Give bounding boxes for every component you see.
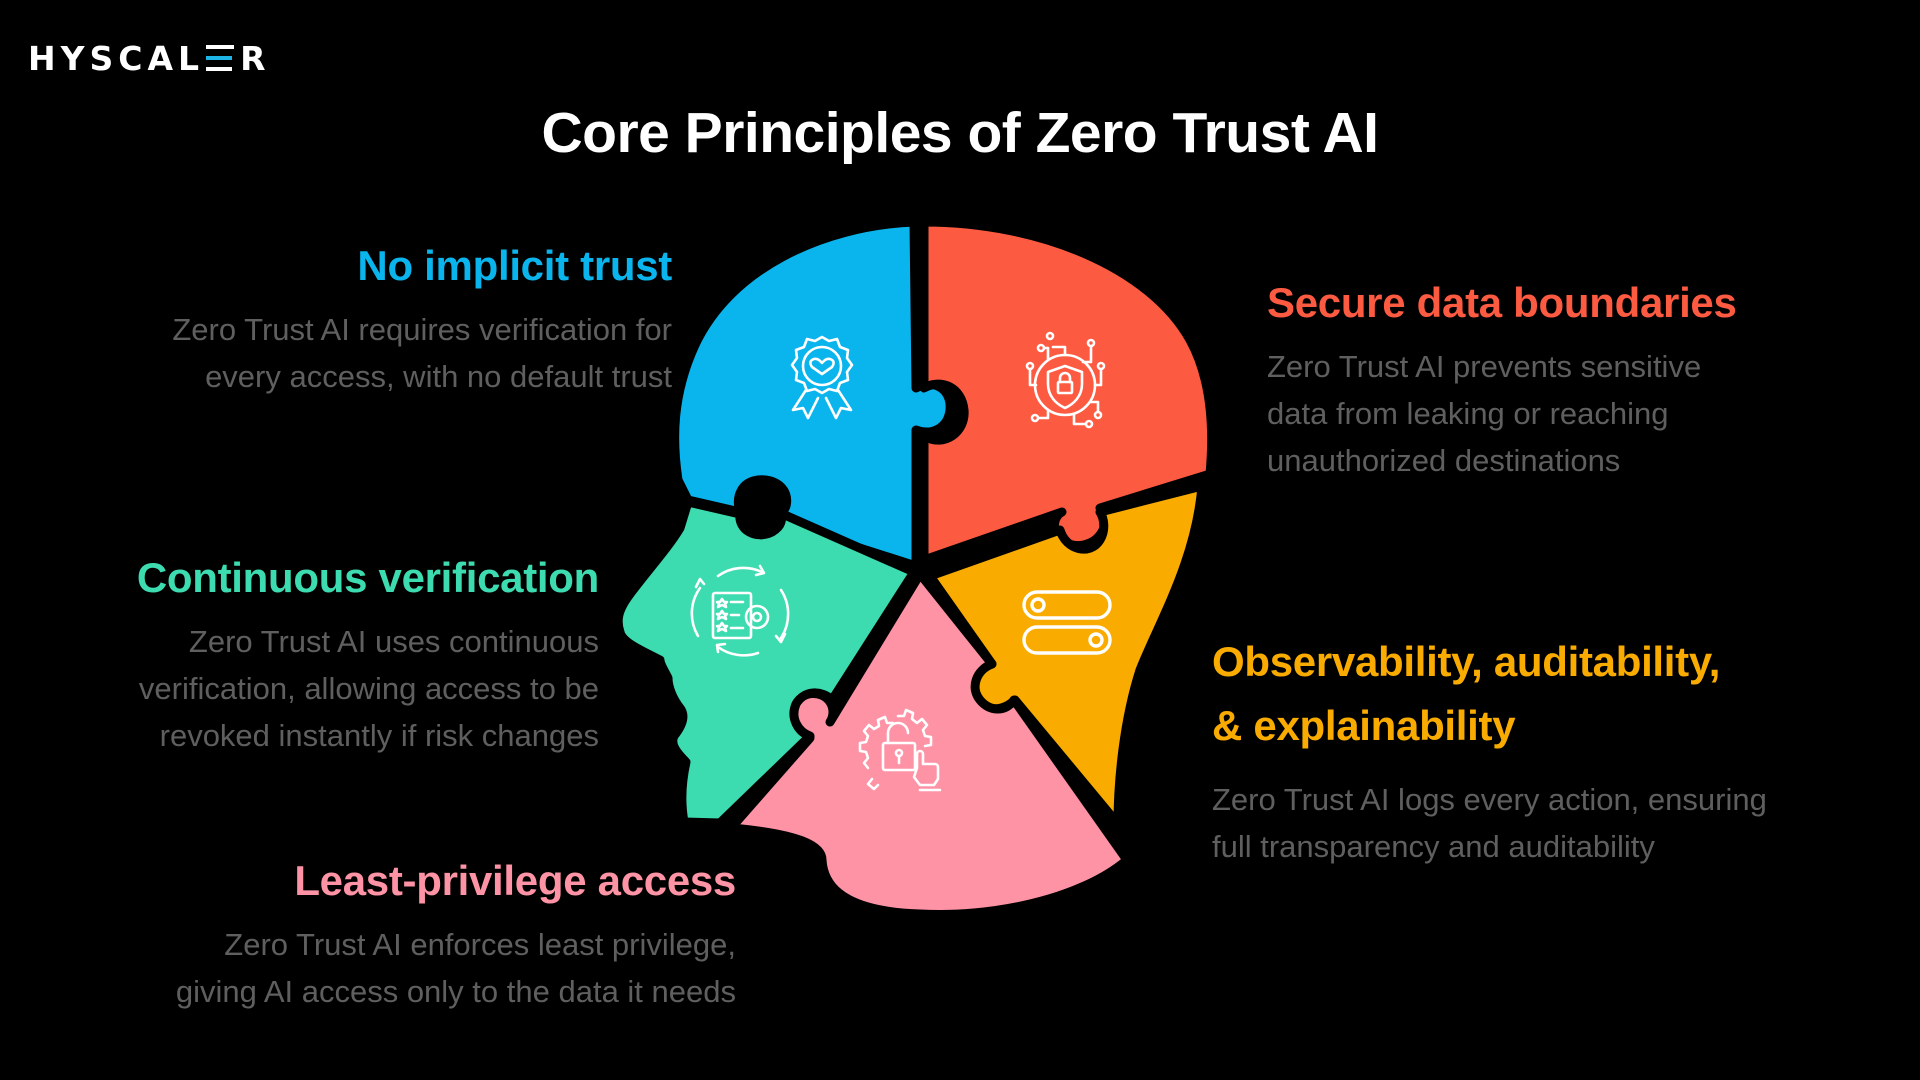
principle-heading: Secure data boundaries (1267, 279, 1737, 326)
principle-least-privilege: Least-privilege access Zero Trust AI enf… (176, 855, 736, 1015)
principle-continuous-verification: Continuous verification Zero Trust AI us… (137, 552, 599, 759)
description-line: every access, with no default trust (205, 359, 672, 394)
description-line: data from leaking or reaching (1267, 396, 1669, 431)
shield-lock-circuit-icon (1025, 331, 1106, 429)
description-line: Zero Trust AI enforces least privilege, (224, 927, 736, 962)
description-line: unauthorized destinations (1267, 443, 1621, 478)
gear-unlock-hand-icon (858, 708, 942, 792)
logo-text-right: R (240, 38, 271, 78)
description-line: Zero Trust AI prevents sensitive (1267, 349, 1702, 384)
principle-heading: Least-privilege access (294, 857, 736, 904)
hyscaler-logo: HYSCAL R (28, 38, 271, 78)
principle-observability: Observability, auditability, & explainab… (1212, 630, 1767, 870)
principle-no-implicit-trust: No implicit trust Zero Trust AI requires… (172, 240, 672, 400)
description-line: revoked instantly if risk changes (159, 718, 599, 753)
logo-text-left: HYSCAL (28, 38, 205, 78)
description-line: Zero Trust AI uses continuous (188, 624, 599, 659)
description-line: giving AI access only to the data it nee… (175, 974, 736, 1009)
principle-description: Zero Trust AI prevents sensitive data fr… (1267, 343, 1737, 484)
principle-heading: Continuous verification (136, 554, 599, 601)
description-line: Zero Trust AI requires verification for (172, 312, 672, 347)
logo-e-mark-icon (206, 44, 236, 72)
puzzle-piece-no-implicit-trust (670, 217, 955, 571)
principle-heading: Observability, auditability, & explainab… (1212, 630, 1767, 758)
page-title: Core Principles of Zero Trust AI (541, 101, 1379, 165)
principle-description: Zero Trust AI logs every action, ensurin… (1212, 776, 1767, 870)
toggle-switches-icon (1022, 590, 1112, 655)
principle-heading: No implicit trust (357, 242, 672, 289)
description-line: full transparency and auditability (1212, 829, 1655, 864)
description-line: Zero Trust AI logs every action, ensurin… (1212, 782, 1767, 817)
principle-description: Zero Trust AI uses continuous verificati… (137, 618, 599, 759)
principle-description: Zero Trust AI enforces least privilege, … (176, 921, 736, 1015)
principle-secure-data-boundaries: Secure data boundaries Zero Trust AI pre… (1267, 277, 1737, 484)
heading-line: Observability, auditability, (1212, 638, 1721, 685)
heading-line: & explainability (1212, 702, 1516, 749)
principle-description: Zero Trust AI requires verification for … (172, 306, 672, 400)
award-badge-check-icon (790, 335, 854, 420)
checklist-gear-cycle-icon (690, 564, 790, 657)
description-line: verification, allowing access to be (138, 671, 599, 706)
puzzle-piece-continuous-verification (613, 497, 919, 828)
